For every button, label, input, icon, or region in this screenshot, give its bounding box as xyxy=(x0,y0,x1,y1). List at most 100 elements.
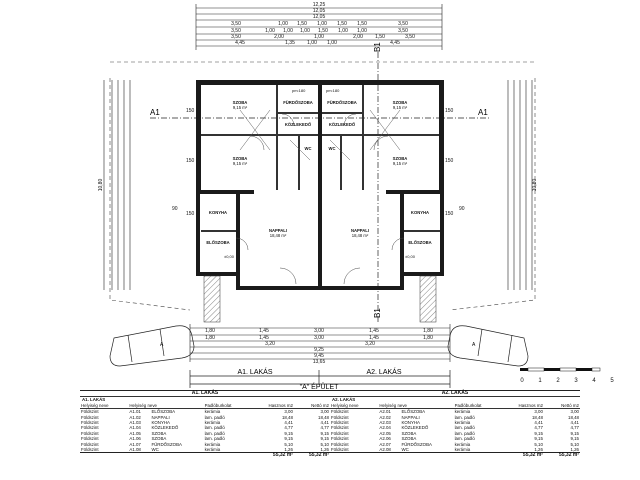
facade-hatch-left xyxy=(203,275,221,323)
right-dim-150-c: 150 xyxy=(445,211,454,217)
unit-label-bar xyxy=(189,370,451,388)
table-cell: A1.04 xyxy=(129,425,141,431)
col-header: Nettó m2 xyxy=(543,402,580,410)
top-dimension-chains xyxy=(195,4,443,50)
table-cell: NAPPALI xyxy=(151,414,170,420)
total-hasznos: 55,32 m² xyxy=(522,452,543,459)
right-dim-90: 90 xyxy=(459,206,465,212)
room-diagonals xyxy=(239,109,401,161)
table-cell: A2.06 xyxy=(379,436,391,442)
table-cell: Földszint xyxy=(331,409,349,415)
bottom-dim-r4: 9,25 xyxy=(314,347,324,353)
table-cell: kerámia xyxy=(204,447,221,453)
table-cell: 9,15 xyxy=(320,436,329,442)
bottom-dim-r6: 13,65 xyxy=(313,359,326,365)
area-table-a2: A2. LAKÁS A2. LAKÁS Helyiség neve Helyis… xyxy=(330,390,580,459)
table-cell: Földszint xyxy=(81,409,99,415)
pm-mark-a1: pm:180 xyxy=(292,88,306,93)
bottom-dimension-chains xyxy=(189,324,451,362)
table-cell: NAPPALI xyxy=(401,414,420,420)
car-right-label: A xyxy=(472,342,476,348)
table-cell: 3,00 xyxy=(570,409,579,415)
table-cell: lam. padló xyxy=(204,414,225,420)
top-dim-row7-b: 1,35 xyxy=(285,40,295,46)
scale-tick-1: 1 xyxy=(538,378,542,384)
table-cell: 18,48 xyxy=(318,414,329,420)
top-dim-row4-b: 1,00 xyxy=(278,21,288,27)
scale-tick-3: 3 xyxy=(574,378,578,384)
table-cell: Földszint xyxy=(81,420,99,426)
table-cell: 5,10 xyxy=(570,441,579,447)
room-a2-08-name: WC xyxy=(329,146,336,151)
top-dim-row5-b: 1,00 xyxy=(265,28,275,34)
section-mark-a1-right: A1 xyxy=(478,108,488,117)
top-dim-row6-f: 3,50 xyxy=(405,34,415,40)
bottom-dim-r2-b: 1,45 xyxy=(259,335,269,341)
top-dim-row7-d: 1,00 xyxy=(327,40,337,46)
room-a2-01-name: ELŐSZOBA xyxy=(408,240,431,245)
left-dim-150-a: 150 xyxy=(186,108,195,114)
table-cell: A2.01 xyxy=(379,409,391,415)
level-mark-a1: ±0,00 xyxy=(224,254,235,259)
table-cell: A2.04 xyxy=(379,425,391,431)
building-label: "A" ÉPÜLET xyxy=(300,382,340,391)
table-cell: FÜRDŐSZOBA xyxy=(151,441,182,447)
room-a2-06-name: SZOBA xyxy=(393,100,408,105)
table-cell: ELŐSZOBA xyxy=(151,409,176,415)
table-cell: SZOBA xyxy=(151,436,167,442)
table-cell: 4,41 xyxy=(570,420,579,426)
bottom-dim-r5: 9,45 xyxy=(314,353,324,359)
table-cell: 4,77 xyxy=(284,425,293,431)
car-left xyxy=(109,325,195,367)
level-mark-a2: ±0,00 xyxy=(405,254,416,259)
table-cell: A2.08 xyxy=(379,447,391,453)
section-mark-b1-bottom: B1 xyxy=(373,308,382,318)
table-cell: 4,77 xyxy=(570,425,579,431)
table-cell: kerámia xyxy=(454,409,471,415)
table-cell: 18,48 xyxy=(281,414,293,420)
left-dimension-chains xyxy=(103,80,131,290)
room-a2-07-name: FÜRDŐSZOBA xyxy=(327,100,357,105)
bottom-dim-r2-a: 1,80 xyxy=(205,335,215,341)
table-cell: SZOBA xyxy=(401,436,417,442)
table-cell: kerámia xyxy=(454,447,471,453)
table-cell: 4,77 xyxy=(534,425,543,431)
table-cell: A1.08 xyxy=(129,447,141,453)
table-cell: KÖZLEKEDŐ xyxy=(401,425,429,431)
table-cell: A2.02 xyxy=(379,414,391,420)
table-cell: Földszint xyxy=(331,436,349,442)
table-cell: 3,00 xyxy=(284,409,293,415)
table-cell: A1.02 xyxy=(129,414,141,420)
table-cell: KONYHA xyxy=(401,420,420,426)
room-a2-04-name: KÖZLEKEDŐ xyxy=(329,122,356,127)
table-cell: Földszint xyxy=(81,414,99,420)
scale-bar xyxy=(520,367,601,372)
top-dim-row7-a: 4,45 xyxy=(235,40,245,46)
table-cell: lam. padló xyxy=(454,425,475,431)
table-cell: Földszint xyxy=(331,447,349,453)
table-cell: Földszint xyxy=(331,420,349,426)
bottom-dim-r1-a: 1,80 xyxy=(205,328,215,334)
top-dim-row4-d: 1,00 xyxy=(317,21,327,27)
table-cell: Földszint xyxy=(81,436,99,442)
table-cell: 9,15 xyxy=(534,436,543,442)
table-cell: WC xyxy=(401,447,409,453)
table-cell: A1.01 xyxy=(129,409,141,415)
room-a1-05-name: SZOBA xyxy=(233,156,248,161)
bottom-dim-r3-a: 3,20 xyxy=(265,341,275,347)
table-cell: WC xyxy=(151,447,159,453)
bottom-dim-r1-e: 1,80 xyxy=(423,328,433,334)
table-cell: A1.05 xyxy=(129,430,141,436)
facade-hatch-right xyxy=(419,275,437,323)
interior-walls xyxy=(201,85,440,232)
pm-mark-a2: pm:180 xyxy=(326,88,340,93)
bottom-dim-r2-e: 1,80 xyxy=(423,335,433,341)
table-cell: kerámia xyxy=(454,441,471,447)
table-cell: 9,15 xyxy=(284,430,293,436)
table-cell: 1,26 xyxy=(534,447,543,453)
room-a1-02-name: NAPPALI xyxy=(269,228,287,233)
